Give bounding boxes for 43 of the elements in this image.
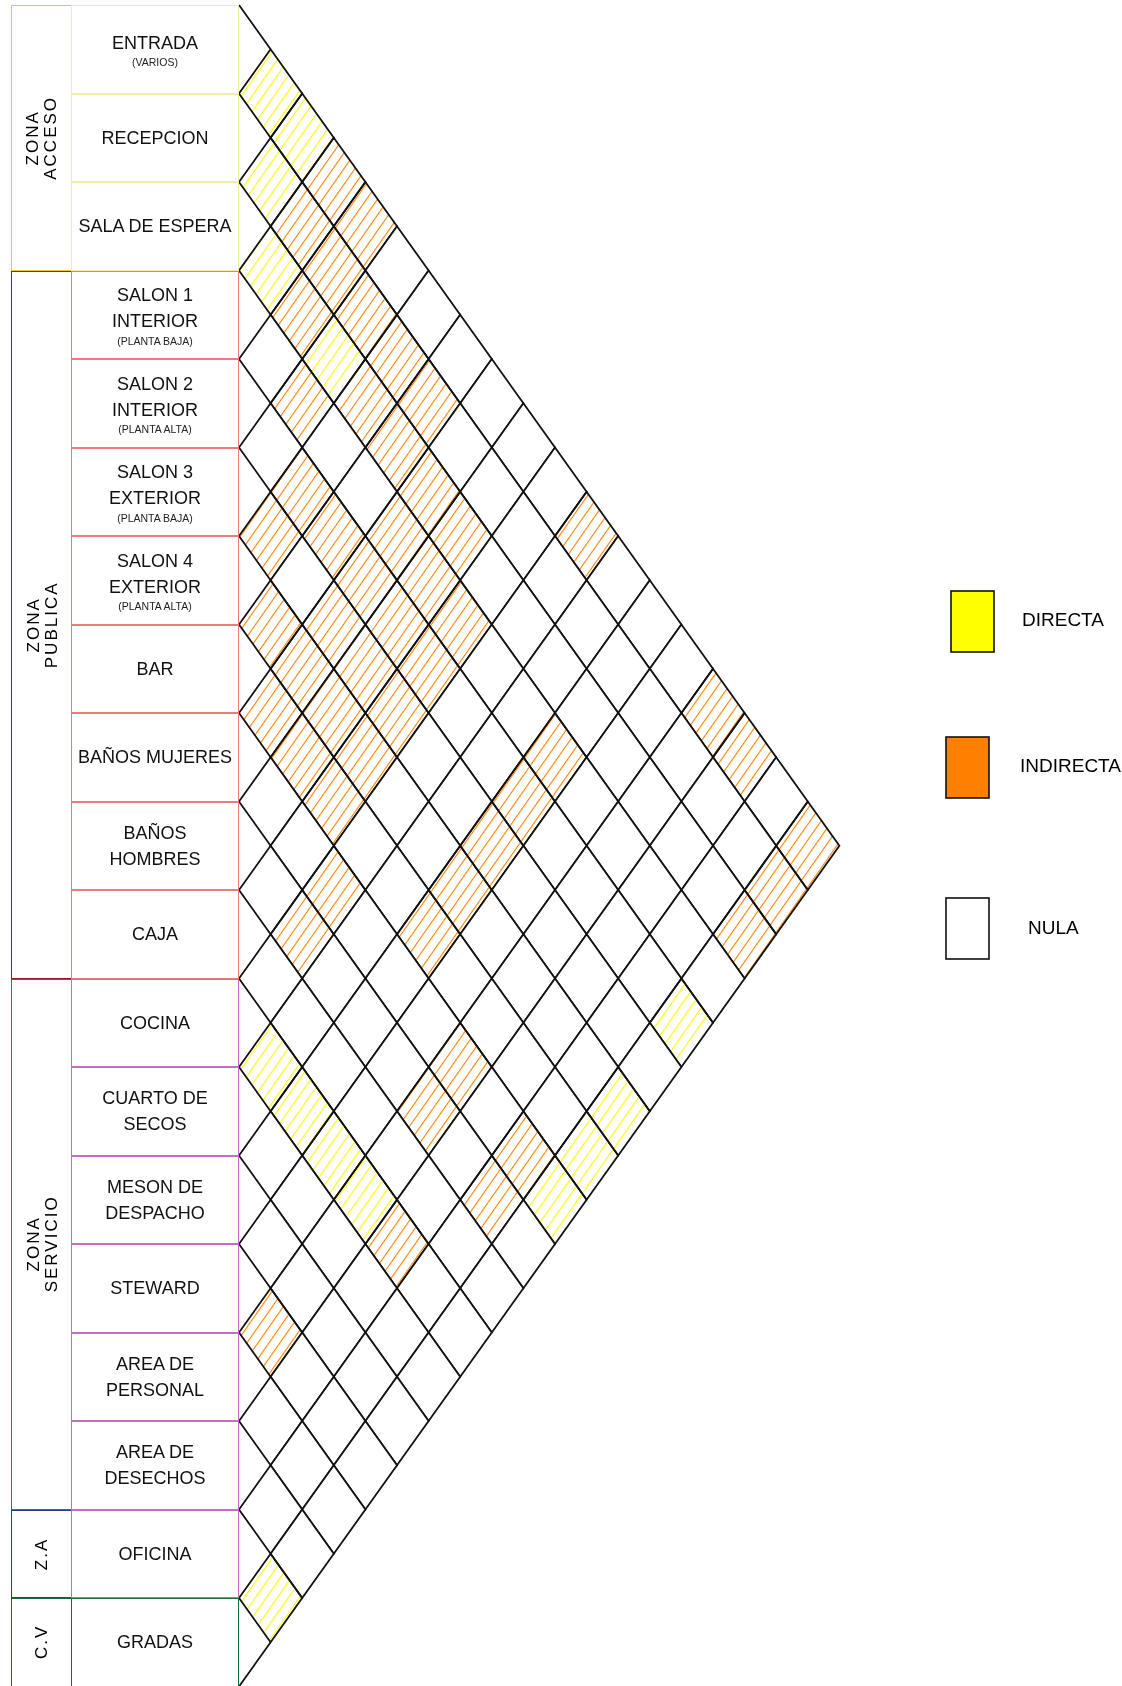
space-box [71,93,239,182]
space-name: GRADAS [117,1631,193,1655]
zone-band [11,978,73,1510]
space-box [71,5,239,94]
zone-label: ZONA ACCESO [24,95,60,180]
space-name: AREA DE PERSONAL [104,1352,205,1402]
zone-band [11,270,73,979]
zone-band [11,1509,73,1598]
zone-band [11,5,73,271]
zone-label: ZONA SERVICIO [24,1195,60,1293]
space-name: CUARTO DE SECOS [101,1087,209,1137]
space-name: BAÑOS HOMBRES [108,821,202,871]
space-name: SALON 2 INTERIOR [111,372,199,422]
space-name: CAJA [132,923,178,947]
space-name: ENTRADA [112,31,198,55]
space-box [71,624,239,713]
legend-label: INDIRECTA [1020,755,1121,777]
space-name: STEWARD [110,1277,200,1301]
space-name: RECEPCION [101,126,209,150]
space-name: MESON DE DESPACHO [104,1175,206,1225]
space-box [71,536,239,625]
space-name: BAÑOS MUJERES [78,746,232,770]
zone-label: C.V [33,1625,51,1660]
space-note: (PLANTA BAJA) [117,334,193,348]
space-box [71,182,239,271]
zone-band [11,1598,73,1686]
zone-label: Z.A [33,1537,51,1570]
legend-label: NULA [1028,917,1079,939]
space-name: SALON 1 INTERIOR [111,284,199,334]
legend-label: DIRECTA [1022,609,1104,631]
space-note: (PLANTA ALTA) [118,600,192,613]
space-name: AREA DE DESECHOS [103,1441,207,1491]
space-note: (VARIOS) [132,56,178,69]
space-name: SALA DE ESPERA [78,215,232,239]
space-name: SALON 4 EXTERIOR [108,549,202,599]
zone-label: ZONA PUBLICA [24,581,60,668]
space-note: (PLANTA ALTA) [118,423,192,436]
space-box [71,1598,239,1686]
space-name: SALON 3 EXTERIOR [108,461,202,511]
space-name: BAR [136,657,174,681]
space-note: (PLANTA BAJA) [117,511,193,525]
space-name: OFICINA [118,1542,192,1566]
space-name: COCINA [120,1011,190,1035]
